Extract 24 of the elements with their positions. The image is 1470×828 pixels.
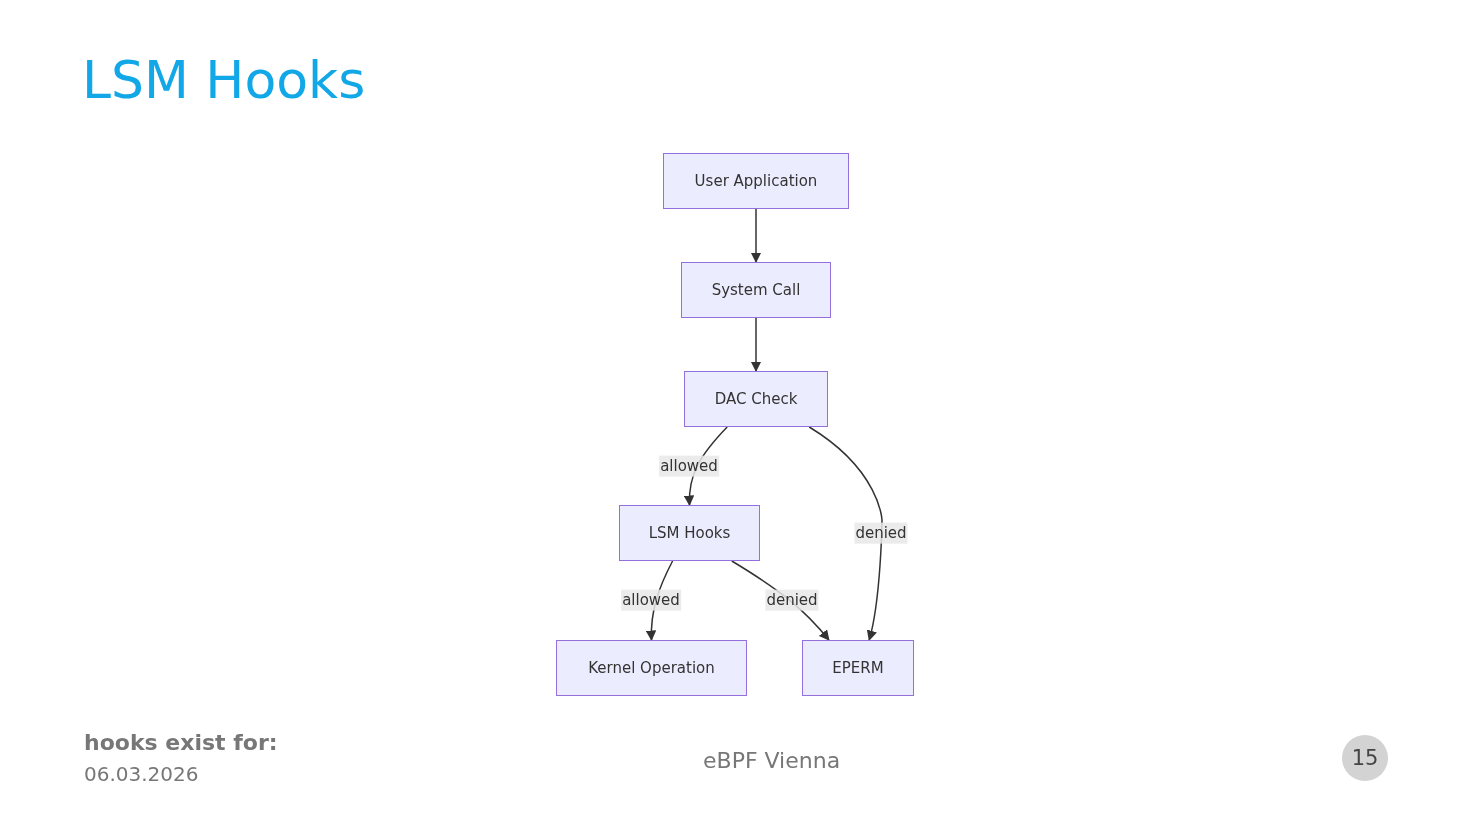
- footer-text: eBPF Vienna: [703, 748, 841, 773]
- edge-label: denied: [854, 522, 908, 544]
- box-label: EPERM: [832, 659, 884, 677]
- page-number: 15: [1342, 735, 1388, 781]
- arrow: [750, 317, 762, 373]
- note-text: hooks exist for:: [84, 730, 278, 755]
- box-label: LSM Hooks: [648, 524, 731, 542]
- arrow: [750, 208, 762, 264]
- date-text: 06.03.2026: [84, 762, 199, 786]
- process-box: [556, 640, 747, 696]
- process-box: [684, 371, 828, 427]
- slide-title: LSM Hooks: [82, 52, 366, 110]
- edge-label: denied: [765, 589, 819, 611]
- process-box: [681, 262, 831, 318]
- process-box: [802, 640, 914, 696]
- box-label: User Application: [694, 172, 818, 190]
- box-label: DAC Check: [714, 390, 798, 408]
- process-box: [663, 153, 849, 209]
- arrow: [808, 426, 883, 641]
- box-label: System Call: [711, 281, 801, 299]
- edge-label: allowed: [621, 589, 681, 611]
- edge-label: allowed: [659, 455, 719, 477]
- box-label: Kernel Operation: [588, 659, 715, 677]
- process-box: [619, 505, 760, 561]
